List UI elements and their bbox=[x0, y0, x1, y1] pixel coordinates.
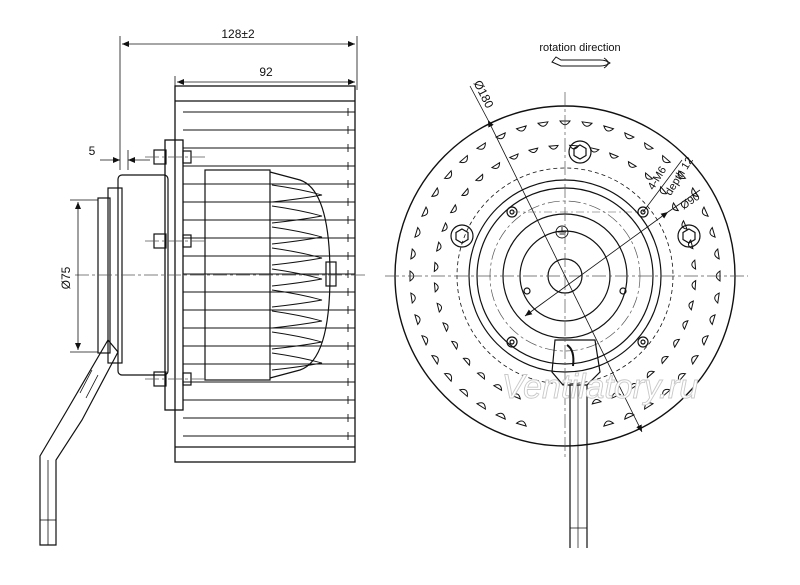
blade-slot bbox=[462, 357, 471, 367]
blade-slot bbox=[627, 160, 638, 168]
blade-slot bbox=[691, 355, 700, 366]
blade-slot bbox=[495, 412, 506, 420]
blade-slot bbox=[410, 248, 416, 260]
blade-slot bbox=[662, 388, 672, 398]
blade-slot bbox=[609, 152, 620, 159]
mounting-bolts bbox=[153, 149, 192, 387]
blade-slot bbox=[421, 335, 429, 346]
blade-slot bbox=[527, 147, 539, 154]
blade-slot bbox=[476, 372, 485, 381]
blade-slot bbox=[409, 270, 415, 282]
impeller-blades bbox=[174, 85, 356, 463]
blade-slot bbox=[430, 186, 439, 197]
blade-slot bbox=[714, 292, 720, 304]
blade-slot bbox=[548, 144, 559, 150]
blade-slot bbox=[677, 373, 687, 383]
blade-slot bbox=[714, 248, 720, 260]
blade-slot bbox=[673, 338, 681, 349]
blade-slot bbox=[421, 206, 429, 217]
blade-slot bbox=[508, 153, 519, 160]
watermark-text: Ventilatory.ru bbox=[502, 368, 699, 406]
motor-fin bbox=[271, 310, 323, 329]
blade-slot bbox=[672, 201, 680, 212]
thread-depth-label: depth 12 bbox=[663, 155, 696, 198]
overall-length-label: 128±2 bbox=[221, 27, 255, 41]
motor-fin bbox=[271, 184, 323, 203]
blade-slot bbox=[646, 370, 656, 379]
blade-slot bbox=[410, 292, 416, 304]
blade-slot bbox=[515, 420, 527, 427]
side-dimension-lines bbox=[70, 36, 358, 353]
motor-fin bbox=[271, 289, 323, 308]
blade-slot bbox=[441, 221, 448, 232]
front-leader-lines bbox=[469, 85, 701, 433]
front-view bbox=[385, 56, 748, 548]
motor-fin bbox=[271, 226, 323, 245]
blade-slot bbox=[709, 314, 716, 326]
blade-slot bbox=[515, 125, 527, 132]
blade-slot bbox=[450, 340, 458, 351]
blade-slot bbox=[537, 121, 549, 127]
motor-fin bbox=[271, 352, 323, 371]
blade-slot bbox=[624, 132, 635, 140]
rotation-direction-label: rotation direction bbox=[539, 42, 620, 54]
rotation-arrow-icon bbox=[551, 56, 611, 69]
blade-slot bbox=[414, 314, 421, 326]
blade-slot bbox=[475, 402, 486, 411]
blade-slot bbox=[458, 388, 468, 398]
side-view bbox=[39, 36, 365, 546]
impeller-length-label: 92 bbox=[259, 65, 273, 79]
blade-slot bbox=[644, 402, 655, 411]
blade-slot bbox=[709, 226, 716, 238]
blade-slot bbox=[677, 169, 687, 179]
bolt-circle-label: Ø90 bbox=[678, 191, 702, 213]
blade-slot bbox=[430, 355, 439, 366]
motor-fin bbox=[271, 205, 323, 224]
blade-slot bbox=[701, 335, 709, 346]
blade-slot bbox=[687, 238, 694, 250]
blade-slot bbox=[414, 226, 421, 238]
blade-slot bbox=[603, 420, 615, 427]
blade-slot bbox=[442, 322, 449, 333]
blade-slot bbox=[449, 203, 457, 214]
blade-slot bbox=[443, 169, 453, 179]
blade-slot bbox=[688, 300, 695, 311]
blade-slot bbox=[474, 173, 484, 182]
motor-fin bbox=[271, 331, 323, 350]
blade-slot bbox=[603, 125, 615, 132]
blade-slot bbox=[644, 141, 655, 150]
flange-offset-label: 5 bbox=[89, 144, 96, 158]
blade-slot bbox=[490, 161, 501, 169]
power-cable bbox=[39, 338, 119, 546]
mounting-plate bbox=[164, 139, 184, 411]
blade-slot bbox=[475, 141, 486, 150]
blade-slot bbox=[662, 154, 672, 164]
side-centerlines bbox=[75, 156, 365, 380]
blade-slot bbox=[691, 259, 697, 270]
hub-diameter-label: Ø75 bbox=[59, 266, 73, 289]
blade-slot bbox=[436, 302, 443, 314]
blade-slot bbox=[581, 121, 593, 127]
motor-fin bbox=[271, 247, 323, 266]
blade-slot bbox=[661, 356, 670, 365]
blade-slot bbox=[443, 373, 453, 383]
blade-slot bbox=[682, 320, 689, 331]
blade-slot bbox=[458, 154, 468, 164]
blade-slot bbox=[701, 206, 709, 217]
blade-slot bbox=[645, 171, 654, 180]
blade-slot bbox=[460, 187, 469, 196]
blade-slot bbox=[433, 282, 439, 293]
blade-slot bbox=[691, 279, 697, 291]
blade-slot bbox=[715, 270, 721, 282]
motor-fin bbox=[271, 268, 323, 287]
blade-slot bbox=[433, 261, 439, 273]
blade-slot bbox=[435, 241, 442, 252]
